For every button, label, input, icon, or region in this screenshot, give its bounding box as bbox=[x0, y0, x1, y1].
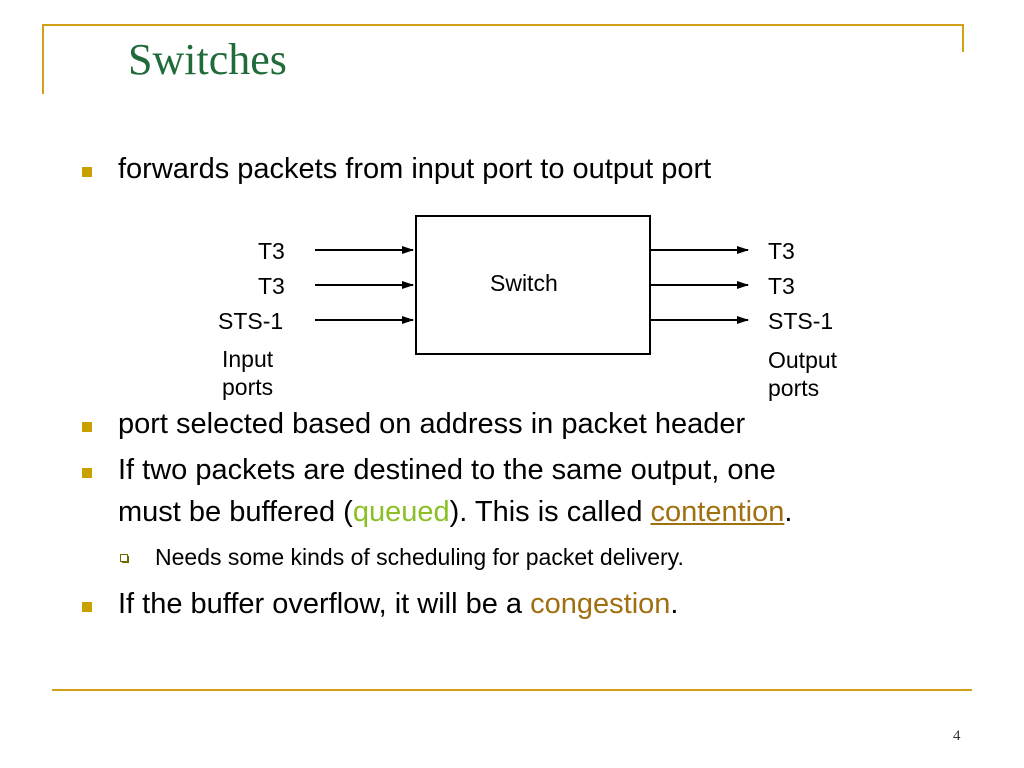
bullet-text-port-selected: port selected based on address in packet… bbox=[118, 408, 746, 440]
bullet-text-fragment: must be buffered ( bbox=[118, 496, 353, 528]
output-ports-caption: Output bbox=[768, 347, 838, 373]
sub-bullet-text-scheduling: Needs some kinds of scheduling for packe… bbox=[155, 544, 684, 570]
bullet-text-fragment: If the buffer overflow, it will be a bbox=[118, 588, 531, 620]
frame-left-rule bbox=[42, 24, 44, 94]
page-number: 4 bbox=[953, 728, 961, 744]
frame-bottom-rule bbox=[52, 689, 972, 691]
input-ports-caption: ports bbox=[222, 374, 274, 400]
bullet-text-buffer-overflow: If the buffer overflow, it will be a con… bbox=[118, 587, 678, 622]
bullet-square-icon bbox=[82, 167, 92, 177]
input-port-label: STS-1 bbox=[218, 308, 284, 334]
bullet-text-forwards: forwards packets from input port to outp… bbox=[118, 153, 712, 185]
bullet-square-icon bbox=[82, 602, 92, 612]
input-port-label: T3 bbox=[258, 273, 285, 299]
output-port-label: STS-1 bbox=[768, 308, 834, 334]
switch-label: Switch bbox=[490, 270, 558, 296]
bullet-square-icon bbox=[82, 468, 92, 478]
bullet-text-fragment: . bbox=[670, 588, 679, 620]
output-port-label: T3 bbox=[768, 273, 795, 299]
output-port-label: T3 bbox=[768, 238, 795, 264]
bullet-text-two-packets-line2: must be buffered (queued). This is calle… bbox=[118, 495, 792, 530]
switch-box bbox=[415, 215, 651, 355]
frame-right-rule bbox=[962, 24, 964, 52]
frame-top-rule bbox=[42, 24, 964, 26]
input-ports-caption: Input bbox=[222, 346, 274, 372]
queued-term: queued bbox=[352, 496, 450, 528]
input-port-label: T3 bbox=[258, 238, 285, 264]
sub-bullet-checkbox-icon bbox=[120, 554, 129, 563]
bullet-text-two-packets-line1: If two packets are destined to the same … bbox=[118, 454, 776, 486]
bullet-text-fragment: ). This is called bbox=[449, 496, 651, 528]
bullet-square-icon bbox=[82, 422, 92, 432]
output-ports-caption: ports bbox=[768, 375, 820, 401]
congestion-term: congestion bbox=[530, 588, 671, 620]
contention-link[interactable]: contention bbox=[650, 496, 785, 528]
bullet-text-fragment: . bbox=[784, 496, 793, 528]
slide-title: Switches bbox=[128, 35, 287, 84]
